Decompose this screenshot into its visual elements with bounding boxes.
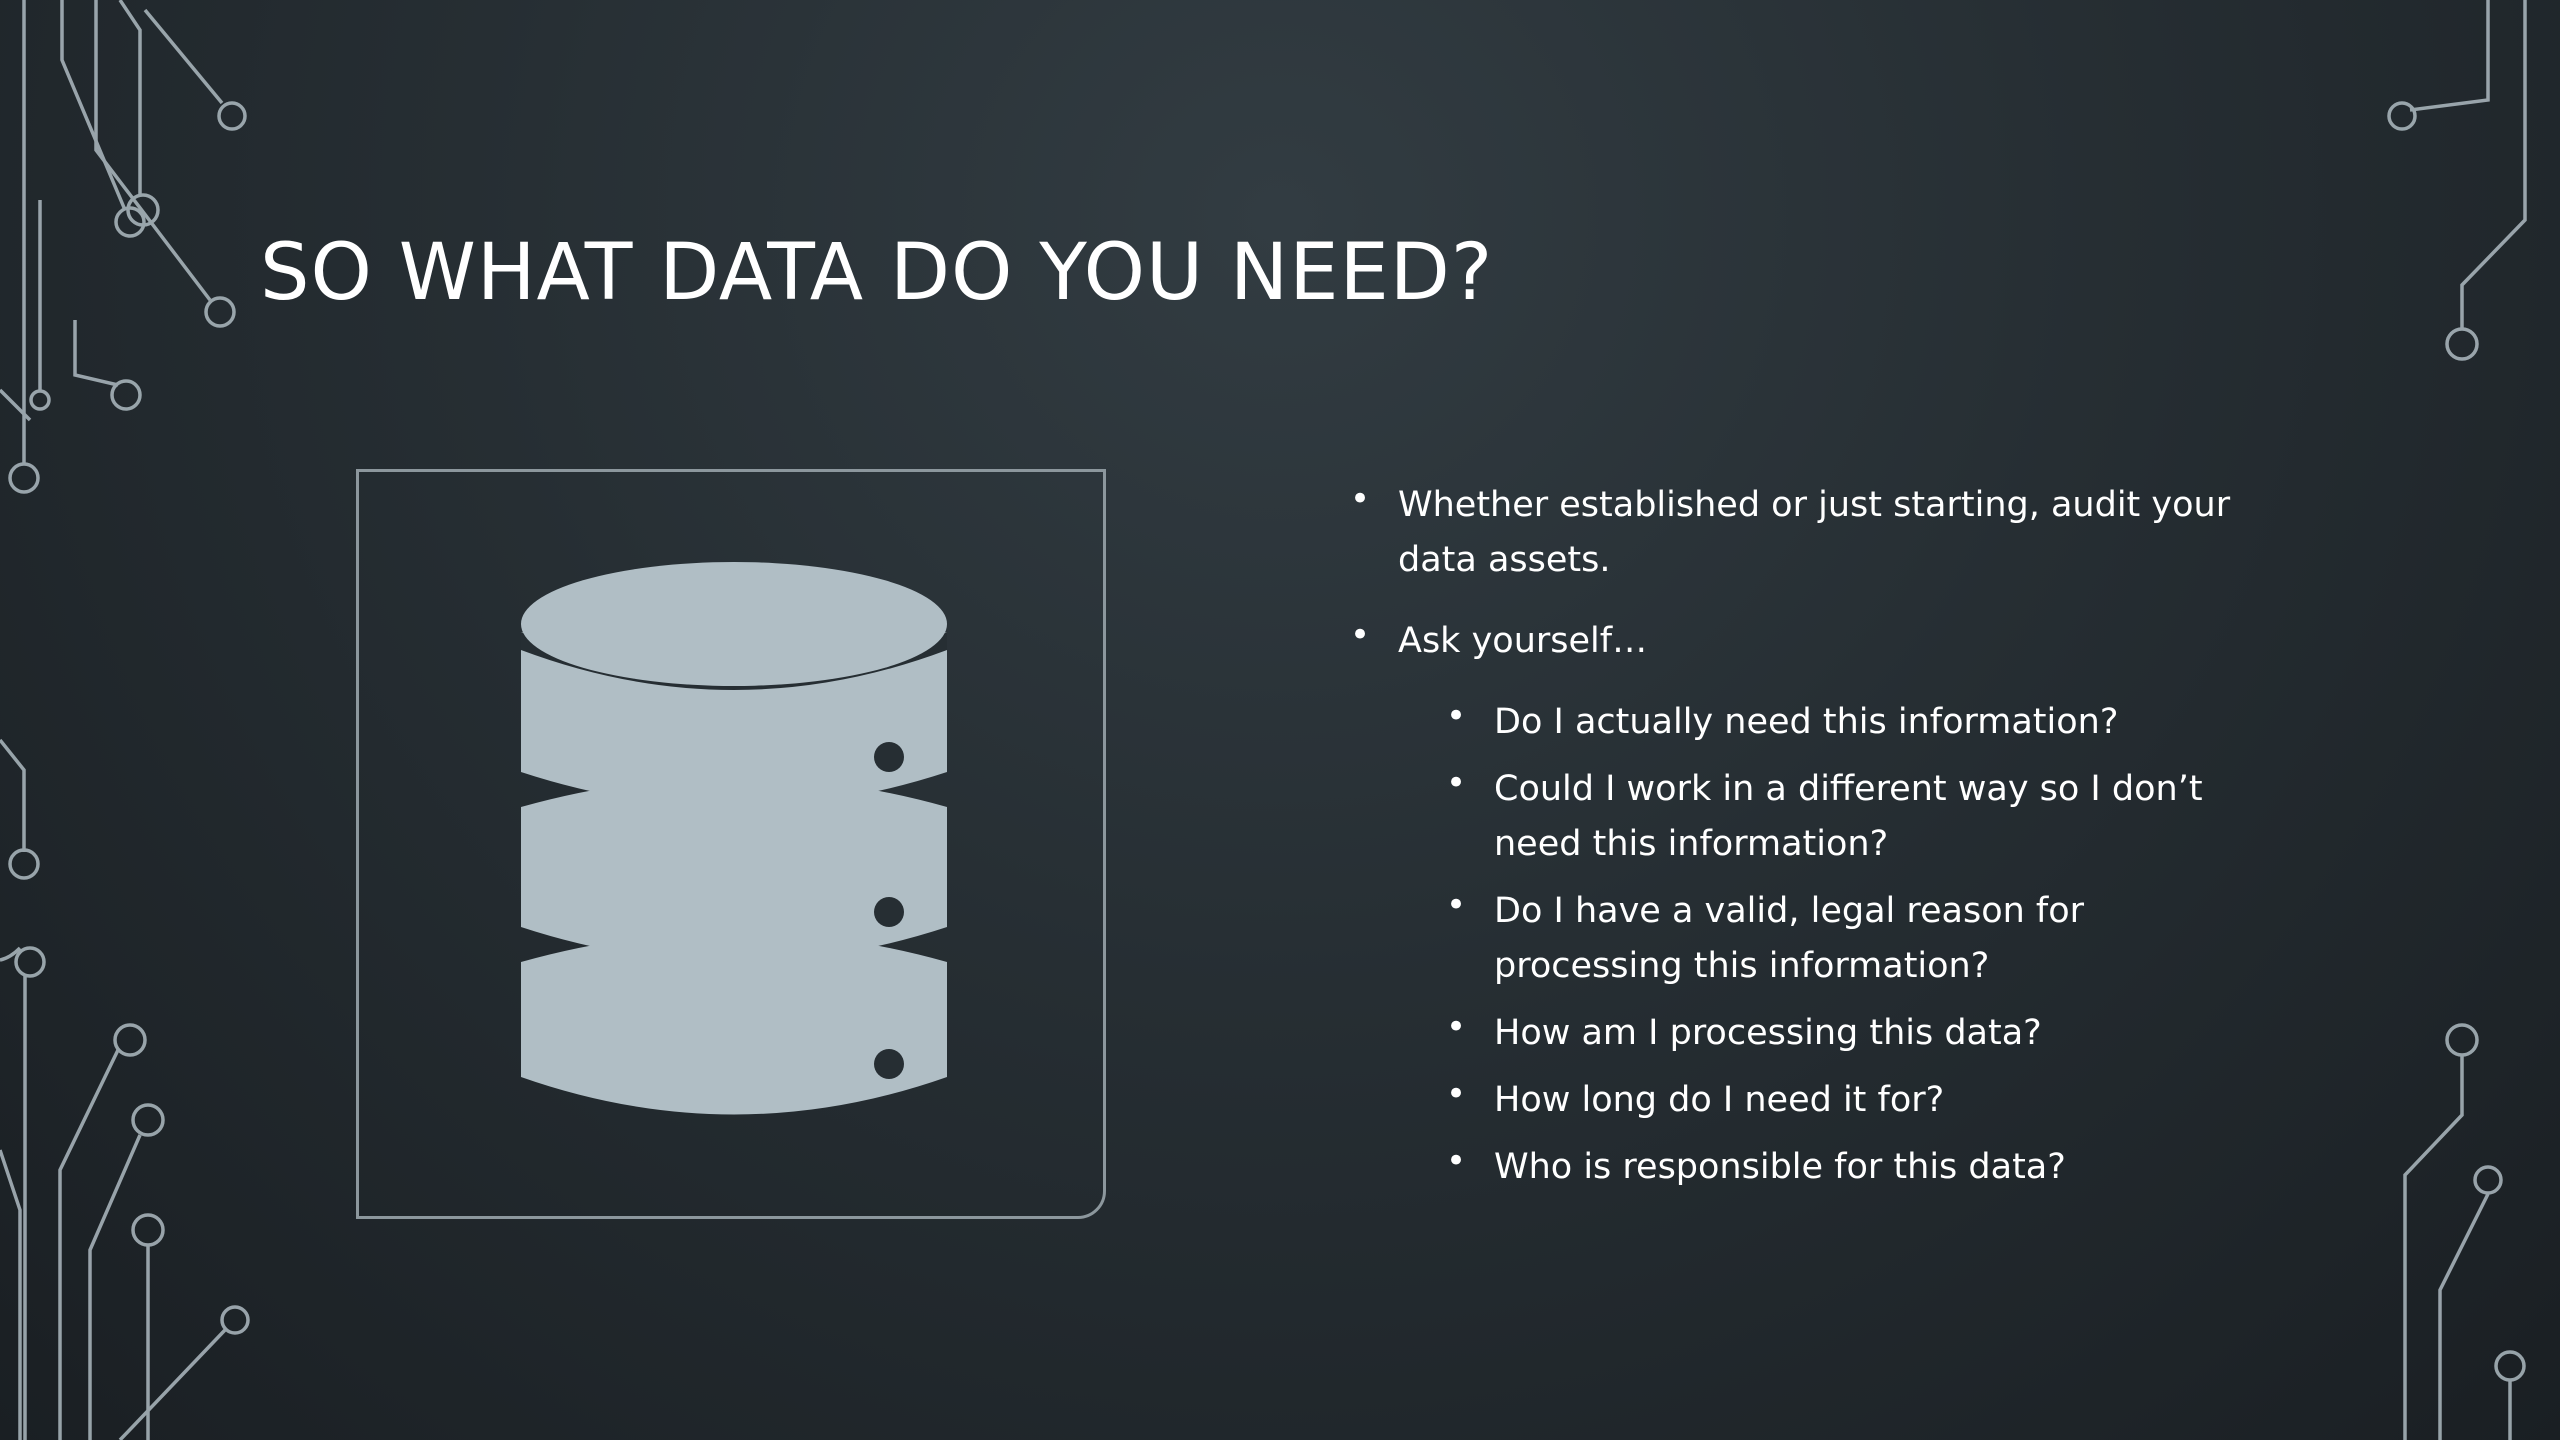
sub-bullet-item: How am I processing this data? <box>1350 1000 2270 1061</box>
bullet-item: Whether established or just starting, au… <box>1350 472 2270 588</box>
bullet-list: Whether established or just starting, au… <box>1350 472 2270 1207</box>
sub-bullet-item: How long do I need it for? <box>1350 1067 2270 1128</box>
sub-bullet-item: Do I actually need this information? <box>1350 689 2270 750</box>
slide-title: SO WHAT DATA DO YOU NEED? <box>260 228 1494 318</box>
sub-bullet-item: Do I have a valid, legal reason for proc… <box>1350 878 2270 994</box>
database-icon <box>521 562 947 1115</box>
sub-bullet-item: Could I work in a different way so I don… <box>1350 756 2270 872</box>
image-frame <box>356 469 1106 1219</box>
sub-bullet-item: Who is responsible for this data? <box>1350 1134 2270 1195</box>
bullet-item: Ask yourself… <box>1350 608 2270 669</box>
